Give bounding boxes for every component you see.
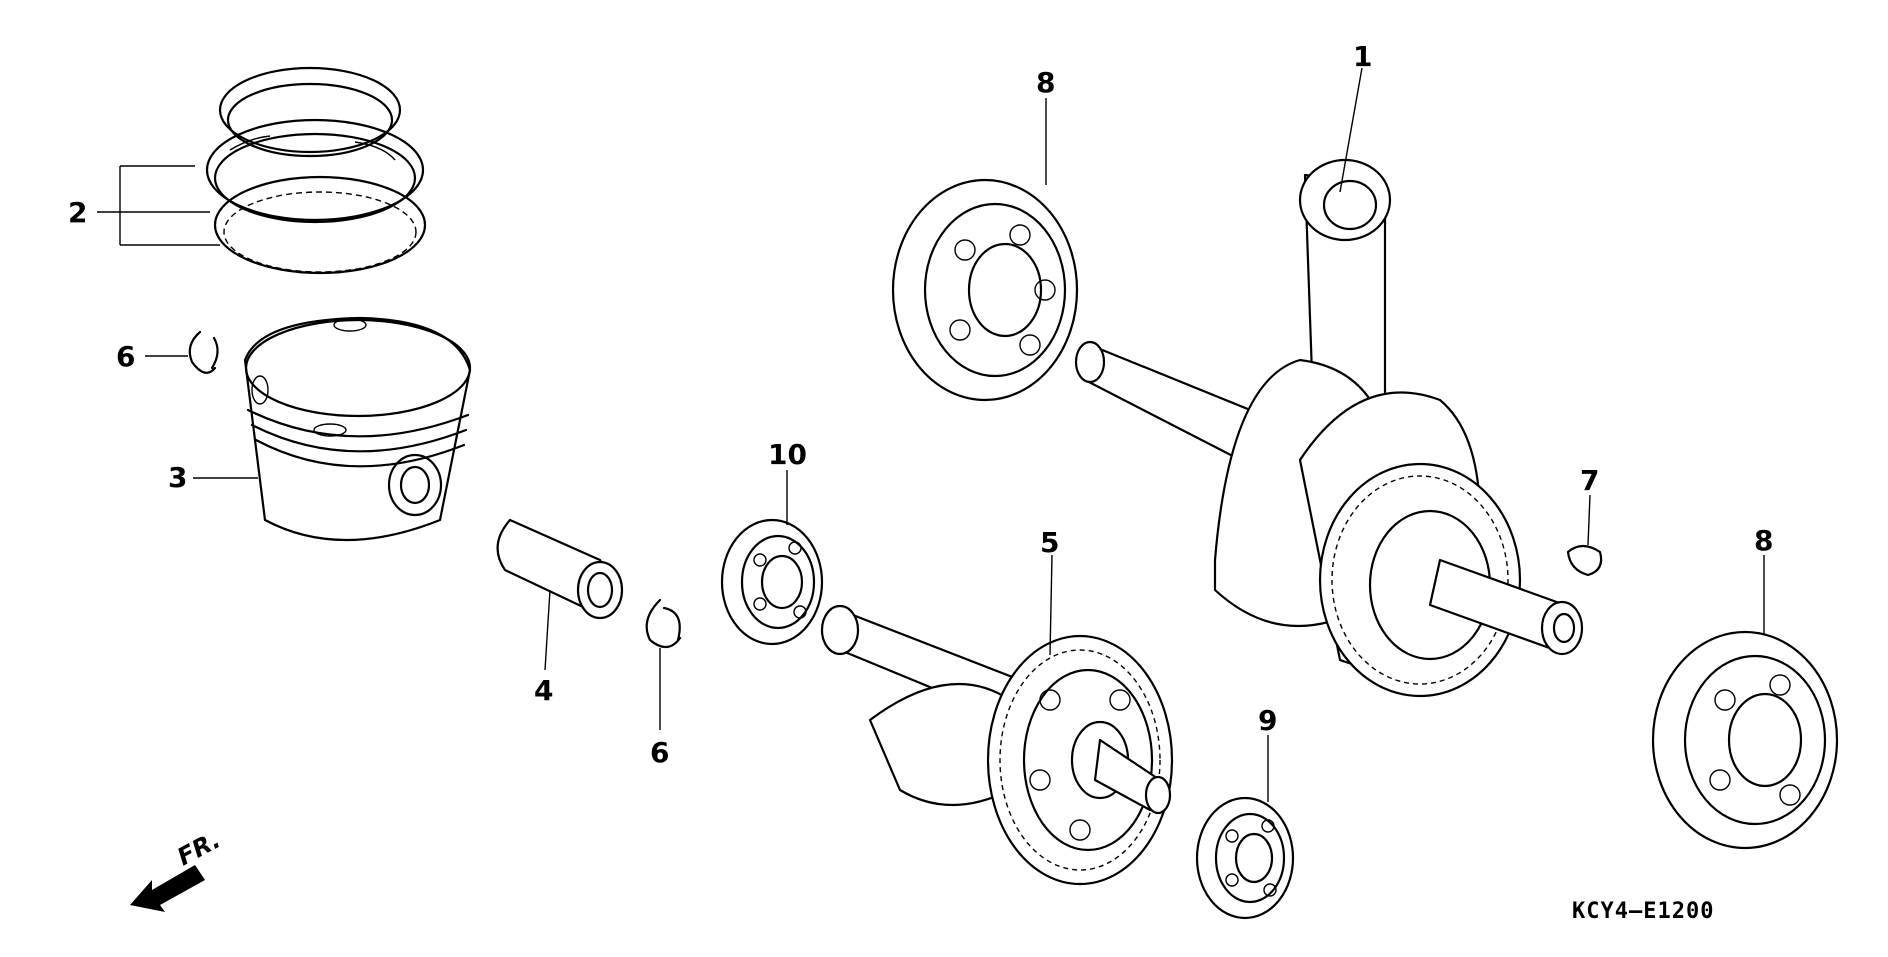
- callout-3: 3: [168, 461, 187, 494]
- callout-5: 5: [1040, 526, 1059, 559]
- callout-6-lower: 6: [650, 736, 669, 769]
- woodruff-key[interactable]: [1566, 544, 1603, 577]
- front-direction-indicator: FR.: [130, 826, 225, 912]
- callout-4: 4: [534, 674, 553, 707]
- piston-rings[interactable]: [205, 66, 427, 275]
- piston-pin-clip-left[interactable]: [188, 330, 219, 374]
- callout-9: 9: [1258, 704, 1277, 737]
- bearing-8-upper[interactable]: [891, 178, 1079, 402]
- piston[interactable]: [243, 316, 472, 542]
- bearing-10[interactable]: [720, 518, 824, 646]
- bearing-9[interactable]: [1195, 796, 1295, 920]
- callout-8-upper: 8: [1036, 66, 1055, 99]
- piston-pin[interactable]: [496, 518, 624, 620]
- balancer-shaft[interactable]: [820, 604, 1174, 886]
- callout-10: 10: [768, 438, 807, 471]
- front-arrow-icon: [130, 865, 205, 912]
- front-label: FR.: [173, 826, 225, 872]
- callout-7: 7: [1580, 464, 1599, 497]
- bearing-8-lower[interactable]: [1651, 630, 1839, 850]
- callout-6-upper: 6: [116, 340, 135, 373]
- callout-2: 2: [68, 196, 87, 229]
- crankshaft-assembly[interactable]: [1074, 158, 1584, 698]
- callout-1: 1: [1353, 40, 1372, 73]
- piston-pin-clip-right[interactable]: [645, 598, 682, 649]
- leader-lines: [97, 67, 1765, 802]
- diagram-code: KCY4–E1200: [1572, 899, 1714, 924]
- callout-8-lower: 8: [1754, 524, 1773, 557]
- callout-numbers: 1 2 3 4 5 6 6 7 8 8 9 10: [68, 40, 1773, 769]
